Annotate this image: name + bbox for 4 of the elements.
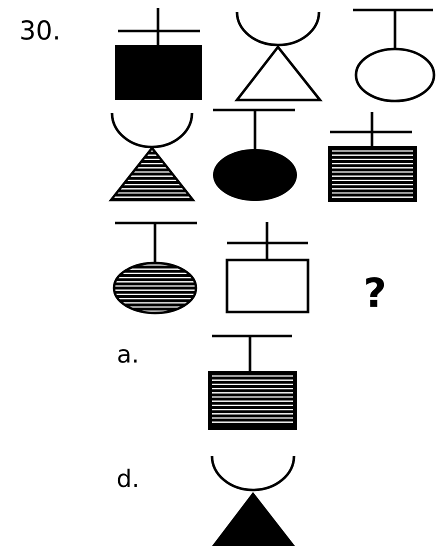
option-letter: a. [118,349,137,363]
question-number: 30. [21,20,58,40]
question-mark: ? [366,277,384,307]
option-letter: d. [118,468,137,488]
